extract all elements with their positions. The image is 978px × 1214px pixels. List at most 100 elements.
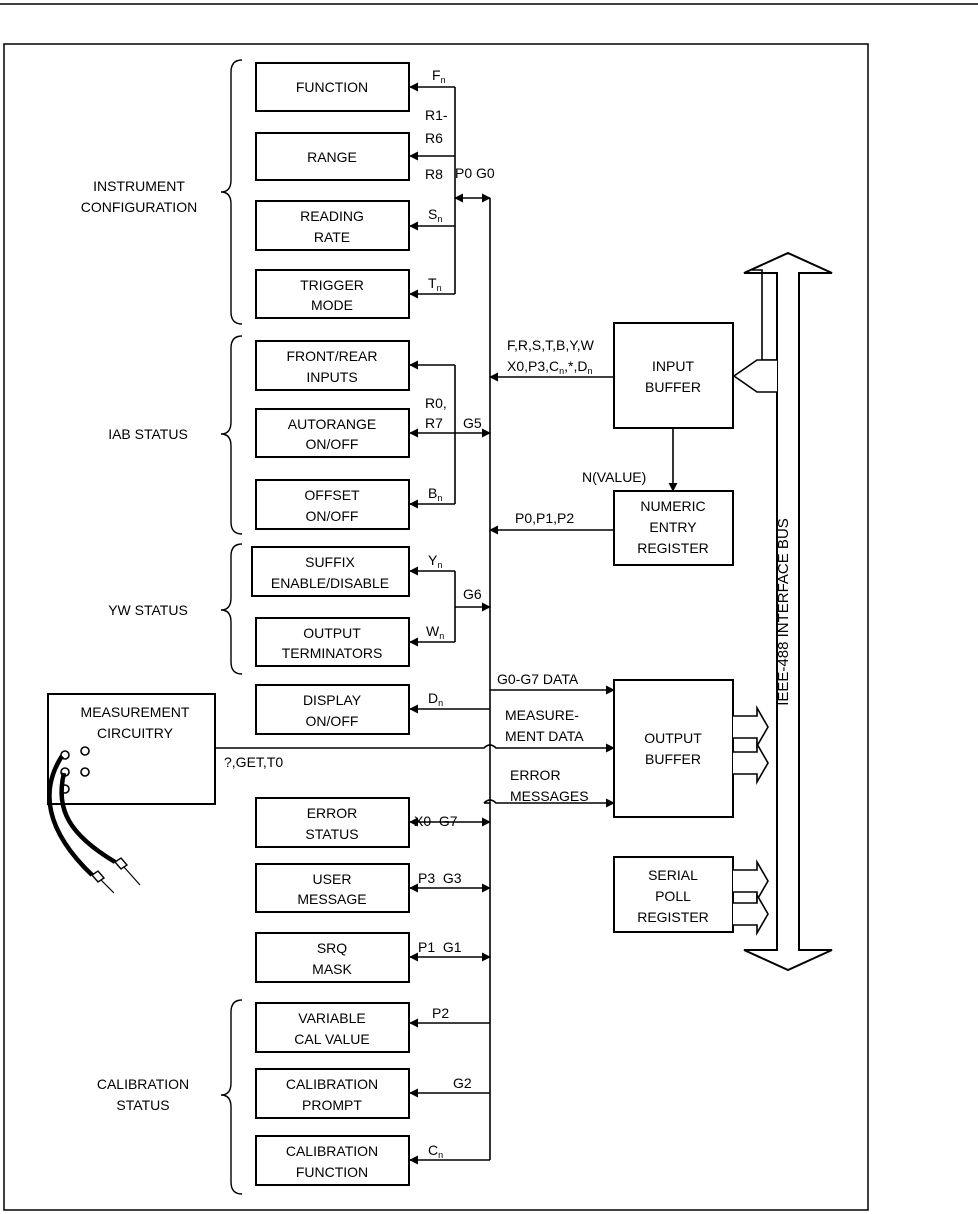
output-terminators-box: OUTPUT TERMINATORS [255,617,410,667]
g5-label: G5 [463,415,482,431]
g0-g7-data-label: G0-G7 DATA [497,671,579,687]
get-t0-label: ?,GET,T0 [224,754,283,770]
p0-p1-p2-label: P0,P1,P2 [515,510,574,526]
svg-text:OUTPUT: OUTPUT [303,625,361,641]
offset-box: OFFSET ON/OFF [255,479,410,530]
g2-label: G2 [453,1075,472,1091]
svg-text:AUTORANGE: AUTORANGE [288,416,376,432]
calibration-status-brace [220,999,243,1195]
r0-r7-label-2: R7 [425,415,443,431]
measurement-data-label: MEASURE- [505,707,579,723]
test-leads-probes [47,754,141,894]
svg-text:NUMERIC: NUMERIC [640,498,705,514]
svg-text:STATUS: STATUS [305,826,358,842]
wn-label: Wn [426,623,444,641]
svg-text:POLL: POLL [655,888,691,904]
fn-label: Fn [432,67,446,85]
svg-text:REGISTER: REGISTER [637,540,709,556]
measurement-circuitry-box: MEASUREMENT CIRCUITRY [47,693,216,805]
figure-frame [3,43,869,1211]
r8-label: R8 [425,166,443,182]
svg-text:DISPLAY: DISPLAY [303,692,362,708]
bn-label: Bn [428,485,442,503]
svg-text:FUNCTION: FUNCTION [296,79,368,95]
svg-text:PROMPT: PROMPT [302,1097,362,1113]
svg-text:OFFSET: OFFSET [304,487,360,503]
svg-text:OUTPUT: OUTPUT [644,730,702,746]
n-value-label: N(VALUE) [582,469,646,485]
calibration-function-box: CALIBRATION FUNCTION [255,1135,410,1186]
output-buffer-box: OUTPUT BUFFER [613,679,734,818]
input-buffer-box: INPUT BUFFER [613,322,734,429]
svg-text:INPUT: INPUT [652,358,694,374]
tn-label: Tn [428,275,442,293]
svg-text:MESSAGE: MESSAGE [297,891,366,907]
svg-text:ENABLE/DISABLE: ENABLE/DISABLE [271,575,389,591]
reading-rate-box: READING RATE [255,200,410,251]
p3-g3-label: P3 G3 [418,870,462,886]
p1-g1-label: P1 G1 [418,939,462,955]
suffix-box: SUFFIX ENABLE/DISABLE [251,546,410,597]
svg-text:ON/OFF: ON/OFF [306,436,359,452]
svg-text:TERMINATORS: TERMINATORS [282,645,383,661]
svg-text:FUNCTION: FUNCTION [296,1164,368,1180]
measurement-data-arrow [215,743,615,753]
serial-poll-to-bus-arrow-2 [733,892,769,936]
dn-label: Dn [428,690,443,708]
r1-r6-label: R1- [425,107,448,123]
svg-text:ENTRY: ENTRY [649,519,697,535]
serial-poll-register-box: SERIAL POLL REGISTER [613,856,734,933]
svg-text:CALIBRATION: CALIBRATION [286,1143,378,1159]
yw-status-label: YW STATUS [108,602,188,618]
iab-status-brace [220,335,243,535]
bus-label: IEEE-488 INTERFACE BUS [775,518,792,706]
svg-text:BUFFER: BUFFER [645,379,701,395]
input-commands-label-2: X0,P3,Cn,*,Dn [507,358,593,376]
function-box: FUNCTION [255,62,410,112]
numeric-entry-register-box: NUMERIC ENTRY REGISTER [613,490,734,566]
variable-cal-value-box: VARIABLE CAL VALUE [255,1002,410,1053]
svg-text:ON/OFF: ON/OFF [306,508,359,524]
yw-status-brace [220,543,243,675]
cn-label: Cn [428,1142,443,1160]
bus-input-coupling [732,359,777,393]
error-messages-label: ERROR [510,767,561,783]
svg-text:CIRCUITRY: CIRCUITRY [97,725,174,741]
svg-text:BUFFER: BUFFER [645,751,701,767]
r1-r6-label-2: R6 [425,130,443,146]
output-buffer-to-bus-arrow-2 [733,741,769,785]
p2-label: P2 [432,1005,449,1021]
iab-status-label: IAB STATUS [108,426,188,442]
instrument-configuration-brace [220,59,243,325]
svg-text:RATE: RATE [314,229,350,245]
svg-text:TRIGGER: TRIGGER [300,277,364,293]
srq-mask-box: SRQ MASK [255,932,410,983]
svg-text:MASK: MASK [312,961,352,977]
measurement-data-label-2: MENT DATA [505,728,584,744]
r0-r7-label: R0, [425,395,447,411]
range-box: RANGE [255,132,410,181]
calibration-status-label: CALIBRATION [97,1076,189,1092]
display-box: DISPLAY ON/OFF [255,684,410,735]
user-message-box: USER MESSAGE [255,863,410,913]
svg-text:SRQ: SRQ [317,940,347,956]
instrument-configuration-label: INSTRUMENT [93,178,185,194]
trigger-mode-box: TRIGGER MODE [255,269,410,319]
g6-label: G6 [463,586,482,602]
svg-text:ERROR: ERROR [307,805,358,821]
error-messages-label-2: MESSAGES [510,788,589,804]
x0-g7-label: X0 G7 [414,813,458,829]
svg-text:SERIAL: SERIAL [648,867,698,883]
autorange-box: AUTORANGE ON/OFF [255,408,410,458]
svg-text:FRONT/REAR: FRONT/REAR [287,348,378,364]
error-messages-arrow [483,798,615,808]
serial-poll-to-bus-arrow-1 [733,859,769,903]
svg-text:MEASUREMENT: MEASUREMENT [81,704,190,720]
error-status-box: ERROR STATUS [255,797,410,848]
bus-to-input-buffer-arrow [752,269,777,361]
yn-label: Yn [428,552,442,570]
sn-label: Sn [428,206,442,224]
svg-text:ON/OFF: ON/OFF [306,713,359,729]
instrument-configuration-label-2: CONFIGURATION [81,199,197,215]
